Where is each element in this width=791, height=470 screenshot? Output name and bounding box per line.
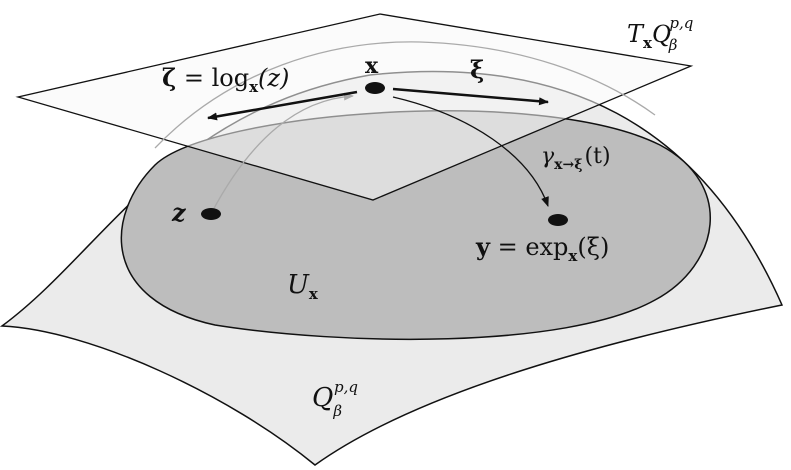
- log-map-curve: [211, 92, 354, 213]
- tangent-plane: [15, 13, 694, 201]
- log-map-label: ζ = logx(z): [162, 63, 289, 96]
- tangent-space-label: TxQβp,q: [627, 14, 693, 54]
- point-y-dot: [548, 214, 568, 226]
- point-z-label: z: [171, 198, 187, 227]
- geodesic-label: γx→ξ(t): [541, 144, 611, 173]
- zeta-vector-arrow: [207, 90, 358, 121]
- manifold-label: Qβp,q: [312, 378, 358, 420]
- manifold-edge-through-plane: [154, 41, 656, 149]
- neighborhood-label: Ux: [287, 270, 319, 303]
- xi-label: ξ: [470, 55, 484, 84]
- exp-map-label: y = expx(ξ): [475, 232, 609, 265]
- xi-vector-arrow: [392, 87, 549, 106]
- point-z-dot: [201, 208, 221, 220]
- point-x-dot: [365, 82, 385, 94]
- point-x-label: x: [365, 53, 379, 79]
- geodesic-curve: [392, 96, 549, 207]
